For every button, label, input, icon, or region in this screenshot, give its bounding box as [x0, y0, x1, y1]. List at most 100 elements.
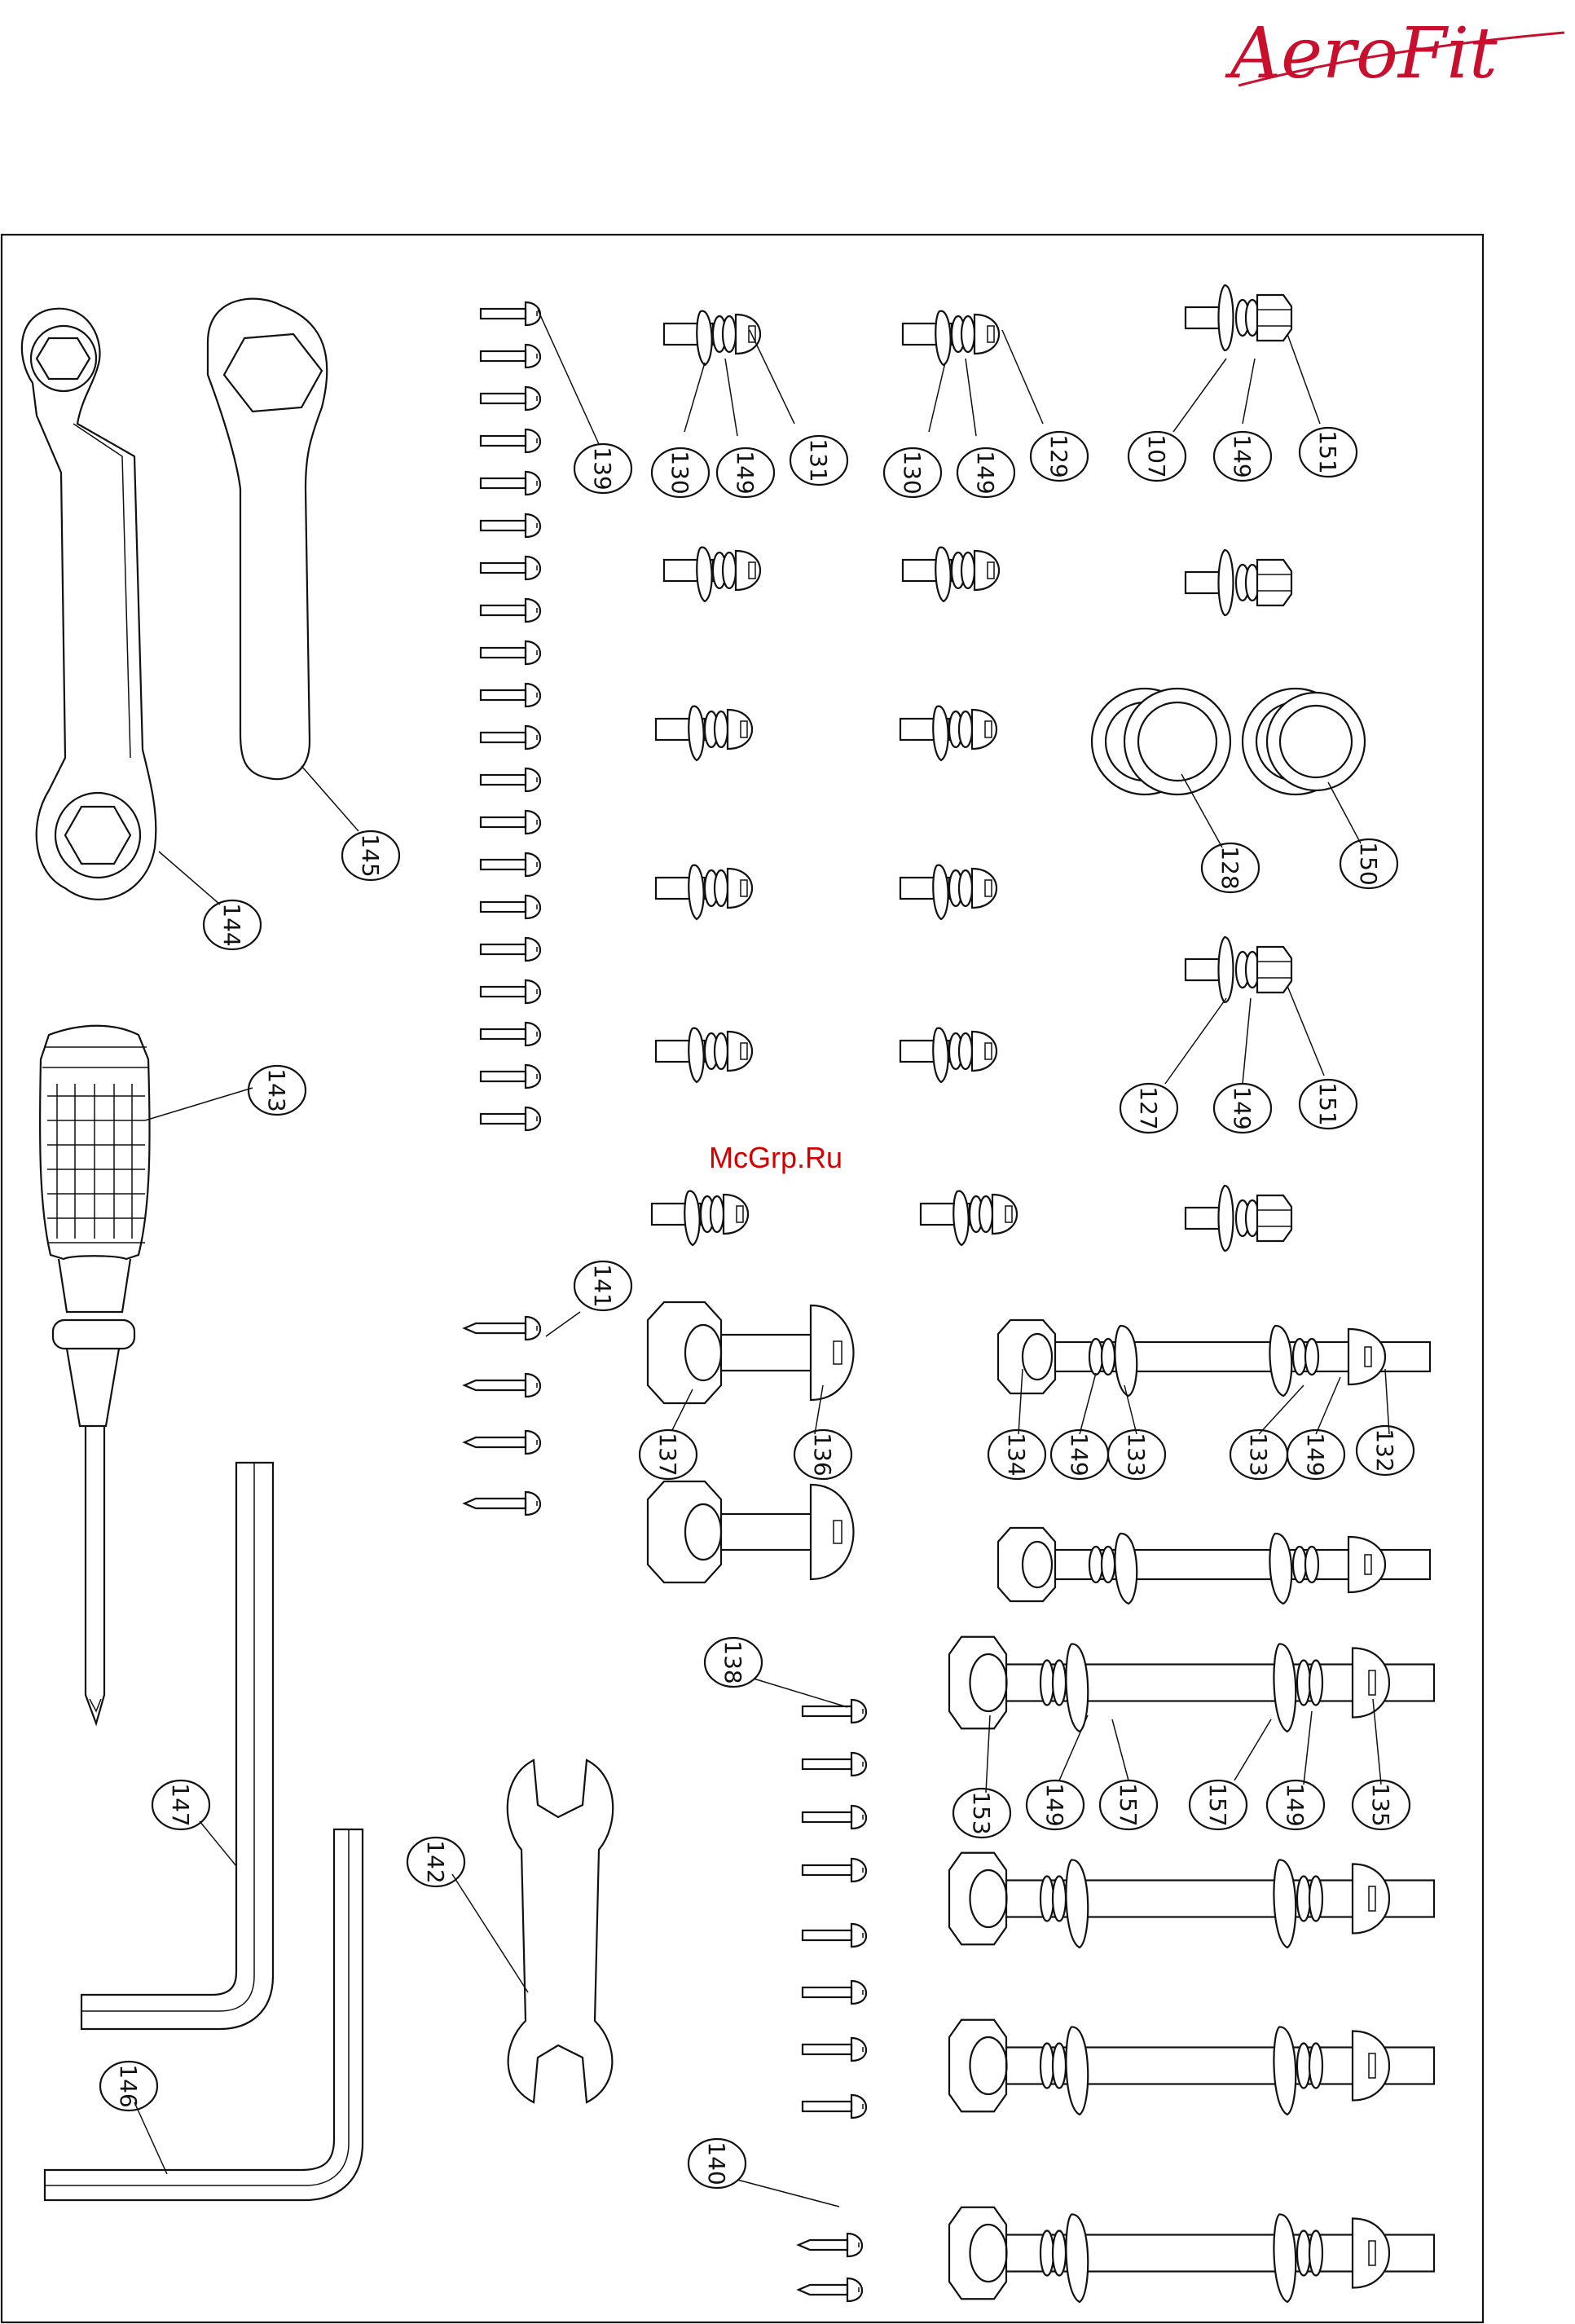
washers-128	[1092, 689, 1230, 794]
bolt-set	[900, 706, 996, 760]
screwdriver-143	[40, 1026, 150, 1723]
callout-149: 149	[957, 448, 1014, 497]
bolt-sets	[652, 311, 1017, 1245]
screw	[481, 938, 540, 961]
callout-153: 153	[953, 1789, 1010, 1838]
screw	[803, 2095, 866, 2118]
callout-label: 149	[1229, 1086, 1256, 1129]
pointed-screws-141	[464, 1317, 540, 1515]
callout-label: 135	[1367, 1783, 1394, 1826]
callout-label: 151	[1314, 1082, 1341, 1125]
callout-142: 142	[407, 1838, 464, 1886]
screw	[464, 1374, 540, 1397]
callout-label: 140	[703, 2141, 730, 2185]
callout-label: 130	[899, 451, 926, 494]
callout-label: 157	[1115, 1783, 1142, 1826]
bolt-set	[921, 1191, 1017, 1245]
callout-label: 149	[1229, 434, 1256, 478]
callout-label: 134	[1003, 1433, 1030, 1476]
bolt-set	[664, 311, 760, 365]
callout-label: 157	[1204, 1783, 1231, 1826]
callout-label: 142	[422, 1840, 449, 1883]
hex-bolt-set	[1186, 1186, 1291, 1251]
screw	[481, 472, 540, 495]
callout-146: 146	[100, 2062, 157, 2111]
screw	[803, 1981, 866, 2004]
screw	[798, 2278, 862, 2301]
callout-130: 130	[652, 448, 709, 497]
hex-key-147	[81, 1463, 273, 2029]
callout-label: 149	[972, 451, 999, 494]
callout-107: 107	[1128, 432, 1186, 481]
watermark: McGrp.Ru	[709, 1141, 842, 1175]
callout-label: 153	[968, 1791, 995, 1834]
callout-label: 132	[1371, 1428, 1398, 1472]
callout-147: 147	[152, 1780, 209, 1829]
screw	[481, 387, 540, 410]
ring-wrench-144	[22, 309, 156, 900]
callout-129: 129	[1031, 432, 1088, 481]
bolt-set	[652, 1191, 748, 1245]
screw	[481, 429, 540, 452]
callout-149: 149	[1267, 1780, 1324, 1829]
callout-157: 157	[1190, 1780, 1247, 1829]
callout-label: 127	[1135, 1086, 1162, 1129]
screw	[481, 684, 540, 706]
callout-149: 149	[1287, 1430, 1344, 1479]
callout-label: 149	[1302, 1433, 1329, 1476]
callout-label: 138	[719, 1640, 746, 1684]
bolt-set	[656, 1028, 752, 1082]
screw	[481, 641, 540, 664]
callout-label: 149	[732, 451, 759, 494]
callout-label: 128	[1216, 846, 1243, 889]
screw	[481, 853, 540, 876]
callout-149: 149	[1214, 432, 1271, 481]
screw	[481, 811, 540, 834]
leader-lines	[134, 310, 1389, 2207]
callout-135: 135	[1353, 1780, 1410, 1829]
hex-key-146	[45, 1829, 363, 2200]
callout-157: 157	[1100, 1780, 1157, 1829]
callout-label: 149	[1066, 1433, 1093, 1476]
callout-label: 131	[805, 438, 832, 482]
screw	[803, 1859, 866, 1882]
callout-151: 151	[1300, 428, 1357, 477]
callout-137: 137	[640, 1430, 697, 1479]
callout-label: 137	[654, 1433, 681, 1476]
screw	[464, 1492, 540, 1515]
callout-label: 144	[218, 903, 245, 946]
screw	[481, 1023, 540, 1045]
callout-131: 131	[790, 436, 847, 485]
bolt-set	[900, 865, 996, 919]
callout-label: 129	[1045, 434, 1072, 478]
callout-133: 133	[1108, 1430, 1165, 1479]
callout-label: 141	[589, 1264, 616, 1307]
callout-128: 128	[1202, 843, 1259, 892]
callout-label: 136	[809, 1433, 836, 1476]
long-bolt	[949, 2207, 1434, 2302]
screw	[481, 514, 540, 537]
callout-136: 136	[794, 1430, 851, 1479]
callout-label: 150	[1355, 842, 1382, 885]
screw	[481, 1065, 540, 1088]
screw	[481, 726, 540, 749]
screw	[798, 2234, 862, 2256]
callout-132: 132	[1357, 1426, 1414, 1475]
box-wrench-145	[208, 299, 327, 780]
callout-label: 149	[1041, 1783, 1068, 1826]
callout-133: 133	[1230, 1430, 1287, 1479]
diagram-frame	[2, 235, 1483, 2322]
screw	[464, 1431, 540, 1454]
callout-label: 145	[357, 834, 384, 877]
screw	[803, 2038, 866, 2061]
callout-127: 127	[1120, 1084, 1177, 1133]
screw	[481, 599, 540, 622]
screw	[464, 1317, 540, 1340]
callout-143: 143	[249, 1066, 306, 1115]
long-bolt	[998, 1320, 1430, 1396]
screw-column-138	[803, 1700, 866, 2118]
bolt-set	[903, 311, 999, 365]
callout-label: 149	[1282, 1783, 1309, 1826]
hex-bolt-set	[1186, 937, 1291, 1002]
callout-139: 139	[574, 444, 631, 493]
